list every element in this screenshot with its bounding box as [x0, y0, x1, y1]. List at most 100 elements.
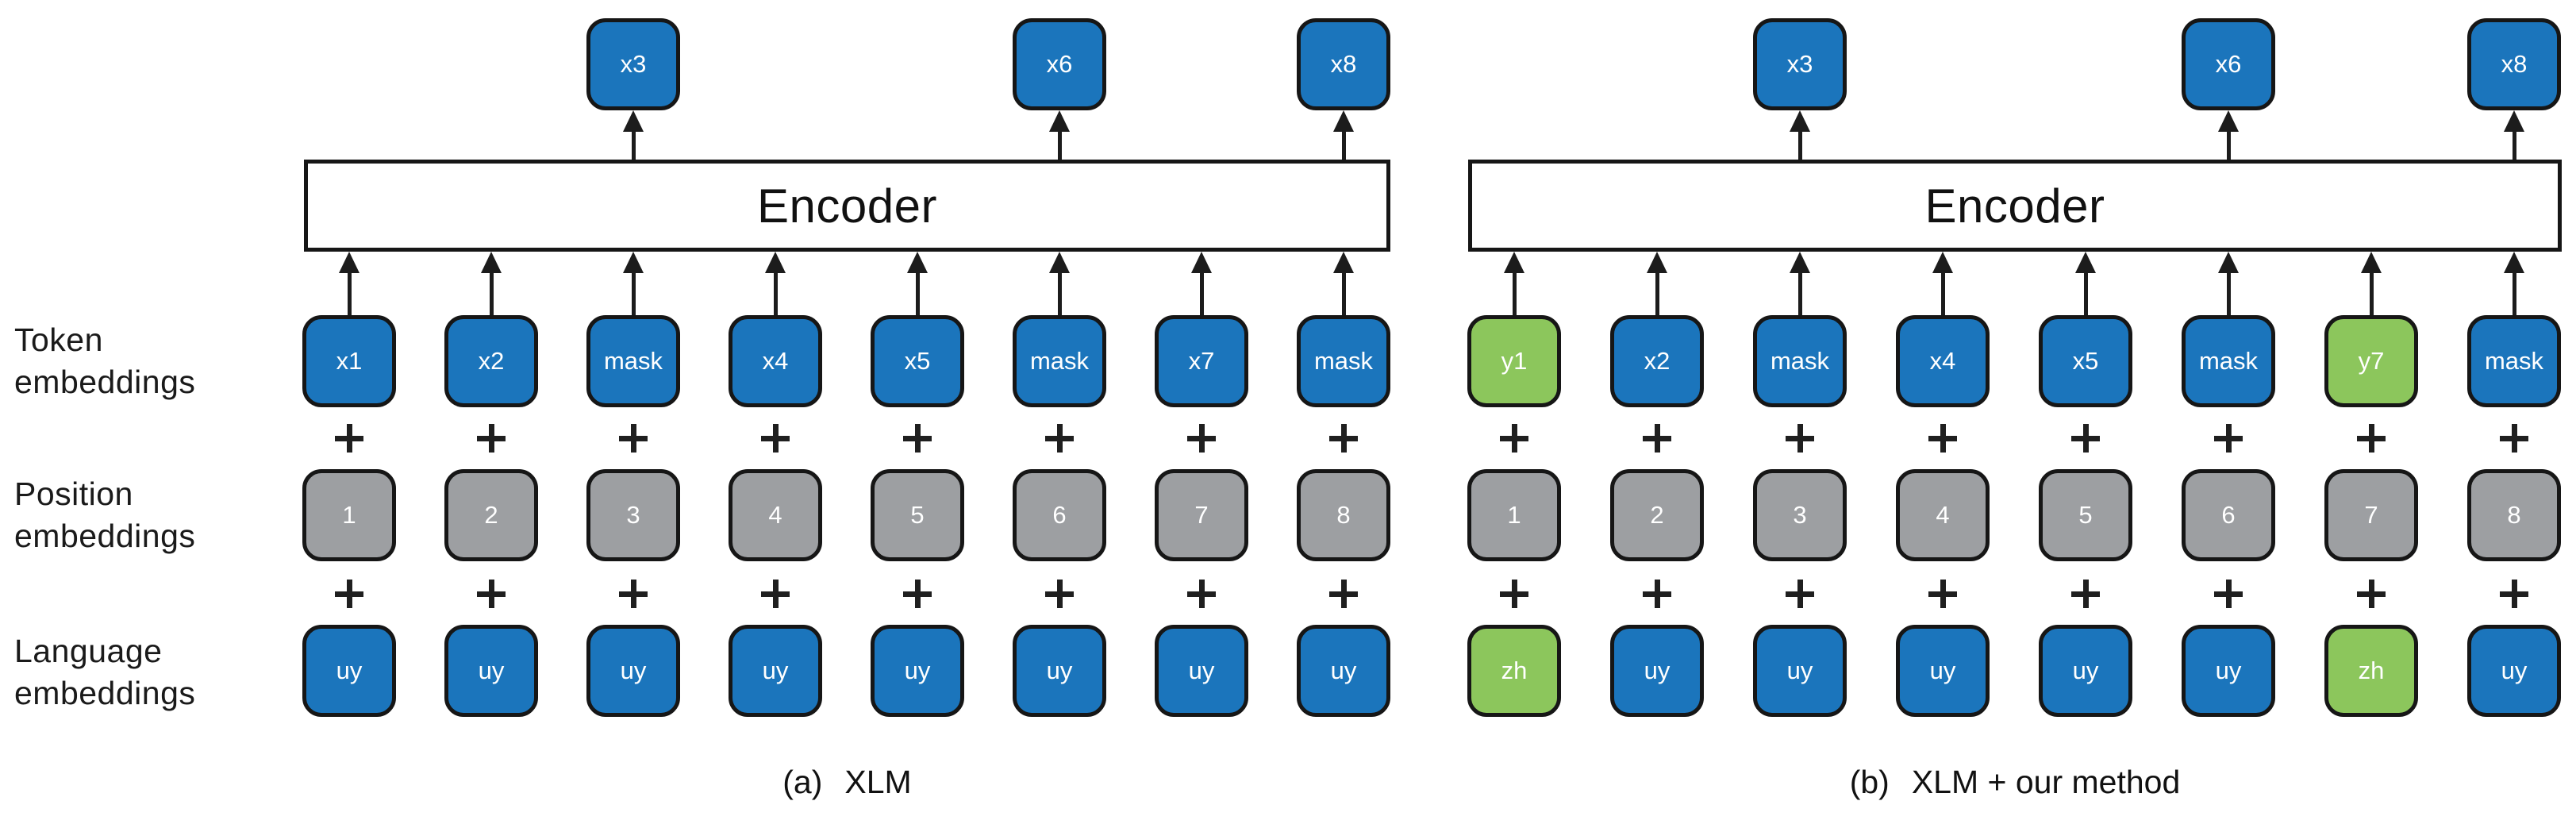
language-embedding-box: zh [1467, 625, 1561, 717]
output-token-box: x8 [1297, 18, 1390, 110]
output-token-box: x3 [1753, 18, 1847, 110]
position-embedding-box: 2 [1610, 469, 1704, 561]
token-embedding-box: x2 [1610, 315, 1704, 407]
token-to-encoder-arrow [338, 252, 360, 315]
output-token-box: x6 [1013, 18, 1106, 110]
plus-icon [1928, 424, 1957, 453]
position-embedding-box: 4 [1896, 469, 1990, 561]
token-to-encoder-arrow [622, 252, 644, 315]
plus-icon [761, 580, 790, 608]
position-embedding-box: 3 [1753, 469, 1847, 561]
output-token-box: x6 [2182, 18, 2275, 110]
language-embedding-box: uy [444, 625, 538, 717]
encoder-to-output-arrow [1789, 110, 1811, 160]
plus-icon [2357, 424, 2386, 453]
plus-icon [1786, 580, 1814, 608]
plus-icon [761, 424, 790, 453]
plus-icon [619, 580, 648, 608]
row-label-language-embeddings: Language embeddings [14, 630, 284, 714]
arrow-shaft [1940, 266, 1945, 315]
arrow-shaft [1057, 125, 1062, 160]
language-embedding-box: zh [2324, 625, 2418, 717]
token-to-encoder-arrow [764, 252, 786, 315]
position-embedding-box: 1 [1467, 469, 1561, 561]
token-to-encoder-arrow [2360, 252, 2382, 315]
arrow-shaft [1199, 266, 1204, 315]
plus-icon [1045, 580, 1074, 608]
plus-icon [1329, 580, 1358, 608]
token-embedding-box: mask [2182, 315, 2275, 407]
arrow-shaft [915, 266, 920, 315]
token-embedding-box: x5 [2039, 315, 2132, 407]
language-embedding-box: uy [2182, 625, 2275, 717]
row-label-line: embeddings [14, 675, 196, 711]
position-embedding-box: 7 [1155, 469, 1248, 561]
language-embedding-box: uy [1297, 625, 1390, 717]
token-to-encoder-arrow [1932, 252, 1954, 315]
plus-icon [1329, 424, 1358, 453]
plus-icon [1786, 424, 1814, 453]
row-label-line: Token [14, 322, 103, 358]
plus-icon [2071, 424, 2100, 453]
row-label-line: embeddings [14, 518, 196, 554]
plus-icon [1928, 580, 1957, 608]
plus-icon [903, 424, 932, 453]
position-embedding-box: 3 [586, 469, 680, 561]
token-embedding-box: x1 [302, 315, 396, 407]
language-embedding-box: uy [2467, 625, 2561, 717]
arrow-shaft [1655, 266, 1659, 315]
position-embedding-box: 4 [729, 469, 822, 561]
arrow-shaft [773, 266, 778, 315]
encoder-to-output-arrow [1048, 110, 1071, 160]
position-embedding-box: 5 [2039, 469, 2132, 561]
language-embedding-box: uy [302, 625, 396, 717]
plus-icon [2071, 580, 2100, 608]
token-to-encoder-arrow [2503, 252, 2525, 315]
plus-icon [2214, 580, 2243, 608]
language-embedding-box: uy [729, 625, 822, 717]
arrow-shaft [2512, 266, 2516, 315]
encoder-label: Encoder [757, 179, 937, 233]
encoder-box: Encoder [1468, 160, 2562, 252]
token-embedding-box: x4 [1896, 315, 1990, 407]
diagram-b: Encoder (b)XLM + our method y1 1 zh x2 2 uy ma… [1467, 0, 2562, 828]
encoder-label: Encoder [1924, 179, 2105, 233]
language-embedding-box: uy [1155, 625, 1248, 717]
caption-prefix: (b) [1849, 764, 1890, 800]
token-embedding-box: mask [1753, 315, 1847, 407]
plus-icon [2500, 424, 2528, 453]
arrow-shaft [1057, 266, 1062, 315]
arrow-shaft [1797, 266, 1802, 315]
language-embedding-box: uy [586, 625, 680, 717]
position-embedding-box: 8 [2467, 469, 2561, 561]
position-embedding-box: 7 [2324, 469, 2418, 561]
arrow-shaft [2083, 266, 2088, 315]
plus-icon [1500, 424, 1528, 453]
position-embedding-box: 8 [1297, 469, 1390, 561]
token-to-encoder-arrow [1190, 252, 1213, 315]
position-embedding-box: 6 [2182, 469, 2275, 561]
token-embedding-box: x2 [444, 315, 538, 407]
position-embedding-box: 5 [871, 469, 964, 561]
language-embedding-box: uy [1610, 625, 1704, 717]
arrow-shaft [2369, 266, 2374, 315]
encoder-box: Encoder [304, 160, 1390, 252]
caption-b: (b)XLM + our method [1468, 764, 2562, 801]
plus-icon [1187, 580, 1216, 608]
token-embedding-box: y1 [1467, 315, 1561, 407]
plus-icon [1187, 424, 1216, 453]
output-token-box: x3 [586, 18, 680, 110]
plus-icon [477, 424, 506, 453]
token-to-encoder-arrow [480, 252, 502, 315]
token-to-encoder-arrow [1646, 252, 1668, 315]
arrow-shaft [1512, 266, 1517, 315]
token-to-encoder-arrow [2074, 252, 2097, 315]
token-embedding-box: mask [1013, 315, 1106, 407]
row-label-line: Language [14, 633, 163, 669]
arrow-shaft [347, 266, 352, 315]
plus-icon [903, 580, 932, 608]
language-embedding-box: uy [1013, 625, 1106, 717]
language-embedding-box: uy [1896, 625, 1990, 717]
